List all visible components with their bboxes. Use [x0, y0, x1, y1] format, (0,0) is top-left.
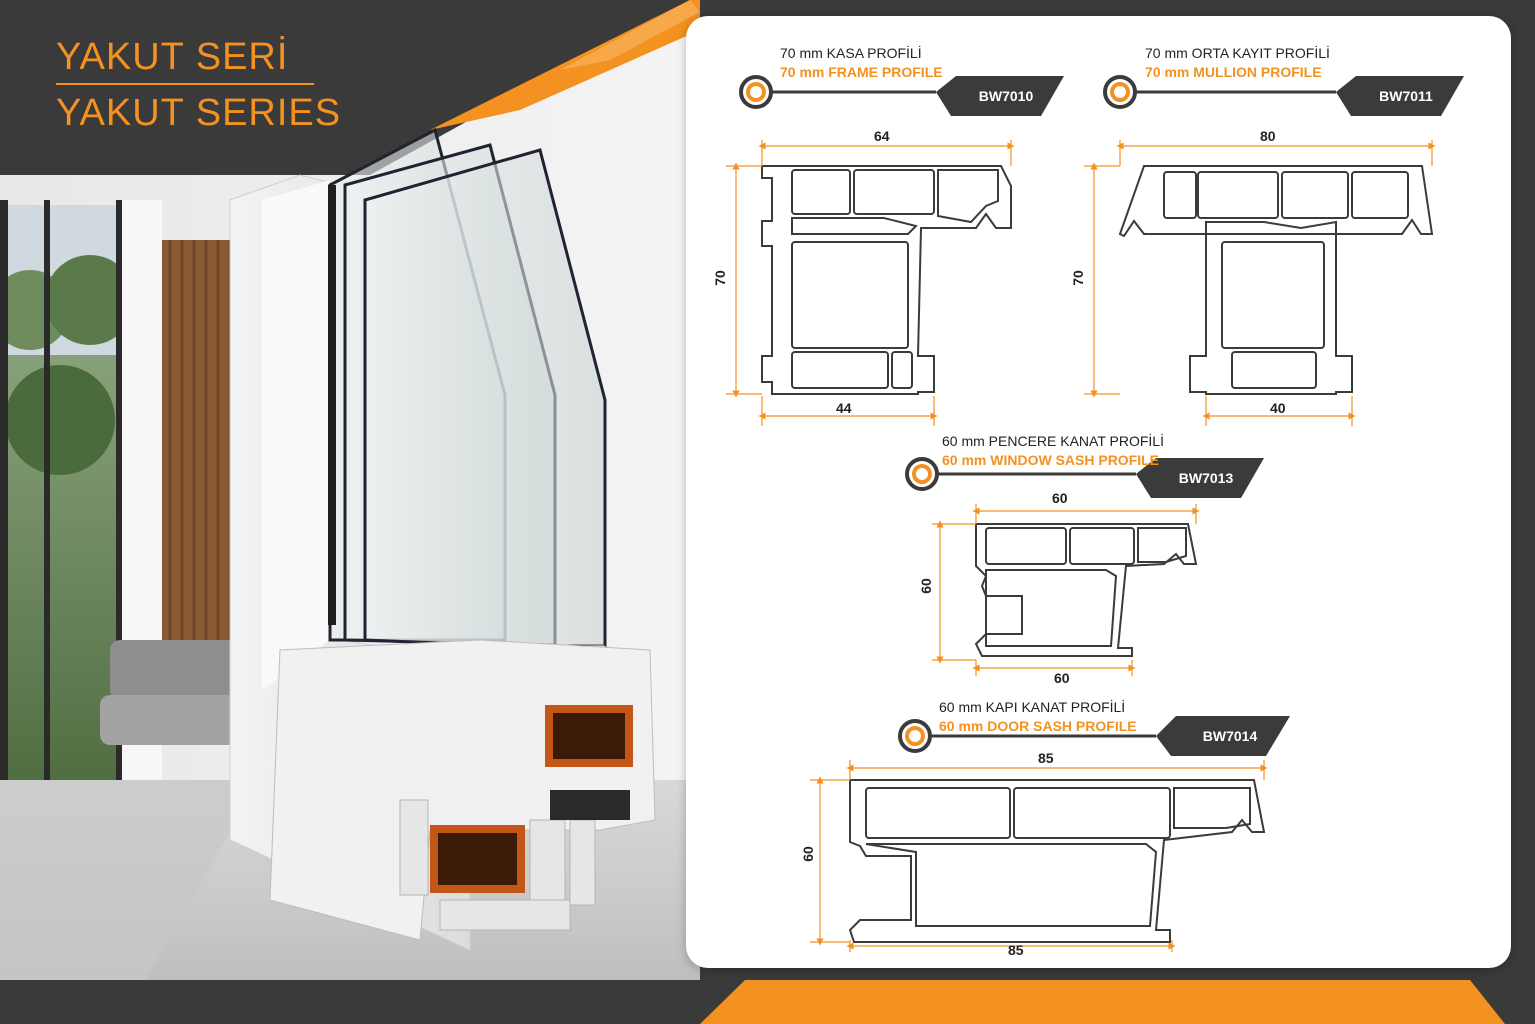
mullion-profile-dim-bottom: 40: [1270, 400, 1286, 416]
frame-profile-dim-bottom: 44: [836, 400, 852, 416]
frame-profile-title: 70 mm KASA PROFİLİ 70 mm FRAME PROFILE: [780, 44, 943, 82]
series-title-tr: YAKUT SERİ: [56, 36, 289, 78]
badge-bw7014: [898, 716, 1290, 756]
window-sash-profile-dim-side: 60: [917, 578, 934, 594]
series-title-en: YAKUT SERIES: [56, 92, 342, 134]
window-sash-profile-dim-top: 60: [1052, 490, 1068, 506]
mullion-profile-name-tr: 70 mm ORTA KAYIT PROFİLİ: [1145, 45, 1330, 61]
door-sash-profile-code: BW7014: [1202, 728, 1258, 744]
door-sash-profile-title: 60 mm KAPI KANAT PROFİLİ 60 mm DOOR SASH…: [939, 698, 1137, 736]
frame-profile-name-tr: 70 mm KASA PROFİLİ: [780, 45, 922, 61]
window-sash-profile-title: 60 mm PENCERE KANAT PROFİLİ 60 mm WINDOW…: [942, 432, 1164, 470]
door-sash-profile-dim-side: 60: [799, 846, 816, 862]
badge-bw7010: [739, 75, 1064, 116]
profile-drawings: [726, 75, 1464, 952]
frame-profile-dim-side: 70: [711, 270, 728, 286]
badge-bw7011: [1103, 75, 1464, 116]
frame-profile-drawing: [761, 165, 1012, 395]
window-sash-profile-dimensions: [932, 504, 1200, 676]
door-sash-profile-name-tr: 60 mm KAPI KANAT PROFİLİ: [939, 699, 1126, 715]
window-sash-profile-name-tr: 60 mm PENCERE KANAT PROFİLİ: [942, 433, 1164, 449]
frame-profile-dimensions: [726, 140, 1015, 426]
window-sash-profile-dim-bottom: 60: [1054, 670, 1070, 686]
frame-profile-code: BW7010: [978, 88, 1034, 104]
mullion-profile-code: BW7011: [1379, 88, 1433, 104]
frame-profile-name-en: 70 mm FRAME PROFILE: [780, 64, 943, 80]
mullion-profile-name-en: 70 mm MULLION PROFILE: [1145, 64, 1322, 80]
door-sash-profile-dim-bottom: 85: [1008, 942, 1024, 958]
title-divider: [56, 83, 314, 85]
window-sash-profile-drawing: [974, 523, 1198, 657]
mullion-profile-drawing: [1118, 165, 1434, 395]
badge-bw7013: [905, 457, 1264, 498]
window-sash-profile-code: BW7013: [1178, 470, 1234, 486]
frame-profile-dim-top: 64: [874, 128, 890, 144]
mullion-profile-dim-side: 70: [1069, 270, 1086, 286]
door-sash-profile-name-en: 60 mm DOOR SASH PROFILE: [939, 718, 1137, 734]
door-sash-profile-drawing: [848, 779, 1266, 943]
mullion-profile-dim-top: 80: [1260, 128, 1276, 144]
window-sash-profile-name-en: 60 mm WINDOW SASH PROFILE: [942, 452, 1160, 468]
door-sash-profile-dimensions: [810, 760, 1268, 952]
mullion-profile-dimensions: [1084, 140, 1436, 426]
door-sash-profile-dim-top: 85: [1038, 750, 1054, 766]
profiles-card: 70 mm KASA PROFİLİ 70 mm FRAME PROFILE 7…: [686, 16, 1511, 968]
mullion-profile-title: 70 mm ORTA KAYIT PROFİLİ 70 mm MULLION P…: [1145, 44, 1330, 82]
